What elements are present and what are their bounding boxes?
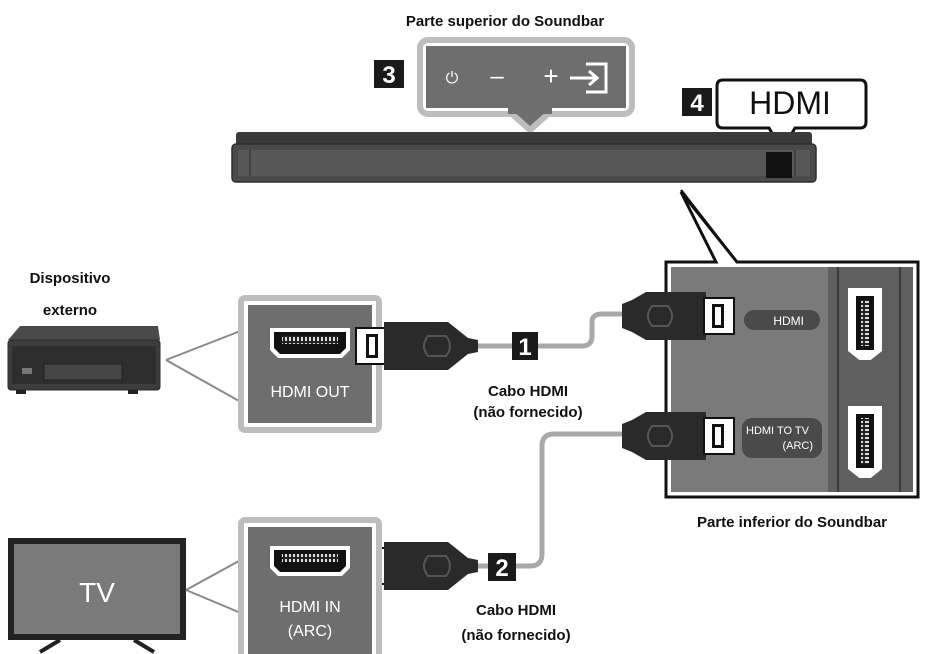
hdmi-in-label-1: HDMI IN — [279, 599, 340, 616]
plus-icon: + — [543, 61, 558, 91]
svg-text:1: 1 — [518, 334, 531, 361]
hdmi-in-label-2: (ARC) — [288, 623, 332, 640]
cable-1-label-1: Cabo HDMI — [488, 383, 568, 400]
cable-2 — [355, 412, 735, 590]
soundbar-hdmi-port-1 — [848, 288, 882, 360]
soundbar-hdmi-tv-label: HDMI TO TV — [746, 425, 810, 437]
svg-text:2: 2 — [495, 555, 508, 582]
source-input-icon — [570, 62, 608, 94]
cable-1-label-2: (não fornecido) — [473, 404, 582, 421]
device-label-1: Dispositivo — [30, 270, 111, 287]
hdmi-out-panel: HDMI OUT — [238, 295, 382, 433]
tv: TV — [8, 538, 186, 654]
cable-1 — [355, 292, 735, 370]
hdmi-in-panel: HDMI IN (ARC) — [238, 517, 382, 654]
top-buttons-callout: ⏻ – + — [417, 37, 635, 133]
soundbar — [231, 132, 817, 183]
soundbar-hdmi-port-2 — [848, 406, 882, 478]
svg-text:HDMI: HDMI — [749, 85, 831, 121]
badge-1: 1 — [512, 332, 538, 361]
top-title: Parte superior do Soundbar — [406, 13, 605, 30]
cable-2-label-1: Cabo HDMI — [476, 602, 556, 619]
device-pointer — [165, 327, 249, 407]
badge-2: 2 — [488, 553, 516, 582]
badge-4: 4 — [682, 88, 712, 117]
minus-icon: – — [490, 63, 504, 90]
badge-3: 3 — [374, 60, 404, 89]
tv-pointer — [185, 555, 249, 617]
soundbar-hdmi-label: HDMI — [773, 314, 804, 328]
cable-2-label-2: (não fornecido) — [461, 627, 570, 644]
hdmi-out-label: HDMI OUT — [270, 384, 349, 401]
soundbar-hdmi-tv-label-2: (ARC) — [782, 440, 813, 452]
device-label-2: externo — [43, 302, 97, 319]
soundbar-bottom-panel: HDMI HDMI TO TV (ARC) — [664, 191, 920, 499]
bottom-title: Parte inferior do Soundbar — [697, 514, 887, 531]
svg-text:3: 3 — [382, 62, 395, 89]
power-icon: ⏻ — [446, 70, 459, 87]
tv-label: TV — [79, 577, 115, 608]
external-device — [7, 326, 161, 394]
svg-text:4: 4 — [690, 90, 704, 117]
